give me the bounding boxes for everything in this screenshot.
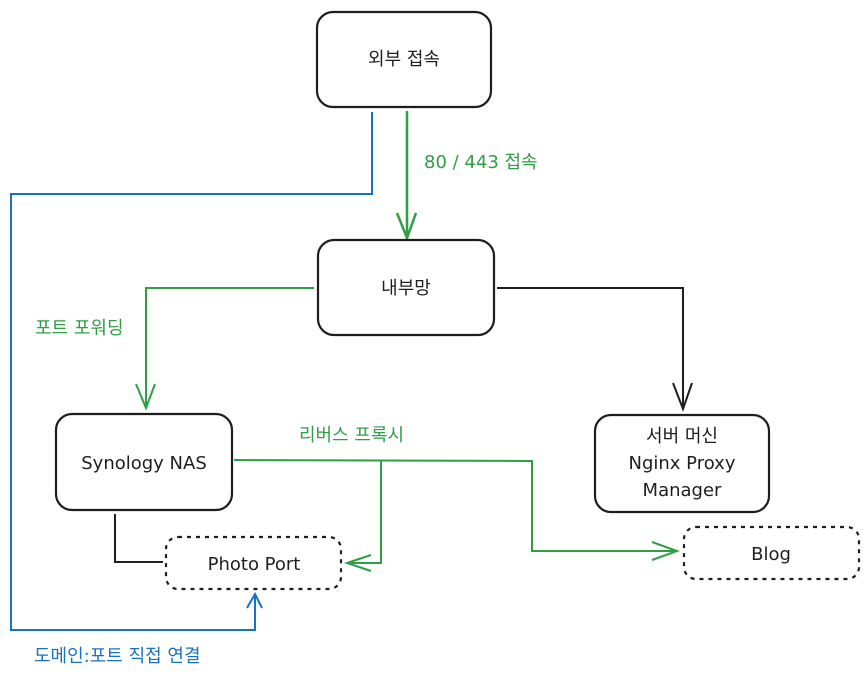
node-internal-label: 내부망 (381, 278, 431, 299)
node-blog-label: Blog (751, 544, 791, 565)
node-server-machine: 서버 머신 Nginx Proxy Manager (593, 413, 771, 514)
node-photo-port: Photo Port (164, 535, 343, 591)
edge-reverse-proxy-photo (348, 461, 382, 564)
edge-reverse-proxy (233, 459, 676, 552)
node-external-label: 외부 접속 (368, 49, 440, 70)
edge-nas-to-photo (114, 514, 163, 563)
edge-label-reverse-proxy: 리버스 프록시 (299, 425, 404, 446)
arrowhead-blog (651, 541, 680, 561)
node-server-line-1: 서버 머신 (646, 426, 718, 447)
arrowhead-server (672, 382, 693, 412)
node-internal-network: 내부망 (316, 238, 496, 337)
node-external-access: 외부 접속 (315, 10, 493, 109)
edge-internal-to-server (497, 287, 684, 408)
node-nas-label: Synology NAS (81, 453, 207, 474)
edge-label-direct: 도메인:포트 직접 연결 (34, 646, 201, 667)
edge-label-http: 80 / 443 접속 (424, 152, 538, 173)
node-photo-label: Photo Port (208, 554, 301, 575)
arrowhead-internal (395, 212, 418, 242)
edge-direct-connection (10, 112, 373, 631)
edge-label-port-forwarding: 포트 포워딩 (35, 318, 124, 339)
node-server-line-2: Nginx Proxy (629, 453, 736, 474)
arrowhead-direct (246, 591, 263, 609)
arrowhead-nas (135, 383, 156, 411)
node-server-line-3: Manager (643, 480, 722, 501)
arrowhead-photo (343, 554, 372, 572)
node-blog: Blog (682, 525, 861, 581)
node-synology-nas: Synology NAS (54, 412, 234, 512)
edge-port-forwarding (145, 287, 314, 407)
